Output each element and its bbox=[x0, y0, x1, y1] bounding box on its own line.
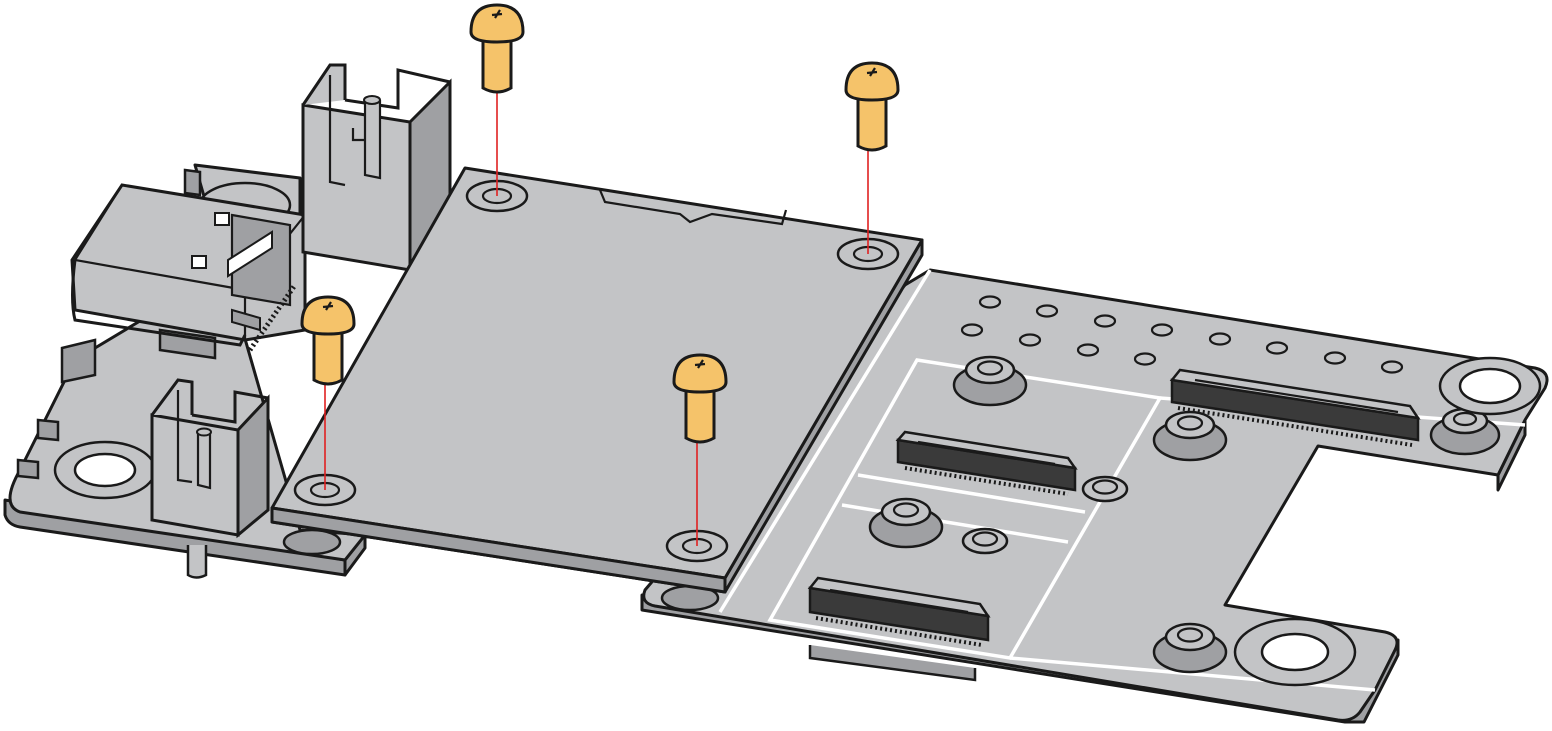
carrier-via-holes bbox=[960, 295, 1404, 374]
usb-c-connector-icon bbox=[70, 183, 307, 352]
alignment-guide-lines bbox=[324, 92, 869, 546]
screw-icon bbox=[844, 61, 900, 152]
jst-header-icon bbox=[150, 378, 270, 539]
screw-icon bbox=[672, 353, 728, 444]
smd-components bbox=[16, 168, 217, 480]
screw-icon bbox=[469, 3, 525, 94]
carrier-standoffs bbox=[868, 355, 1501, 674]
carrier-mounting-holes bbox=[1233, 356, 1542, 687]
carrier-board bbox=[640, 268, 1549, 724]
base-board bbox=[3, 63, 452, 579]
screw-icon bbox=[300, 295, 356, 386]
board-to-board-connector-icon bbox=[895, 430, 1078, 496]
board-to-board-connector-icon bbox=[1169, 368, 1421, 447]
board-to-board-connector-icon bbox=[807, 576, 991, 647]
